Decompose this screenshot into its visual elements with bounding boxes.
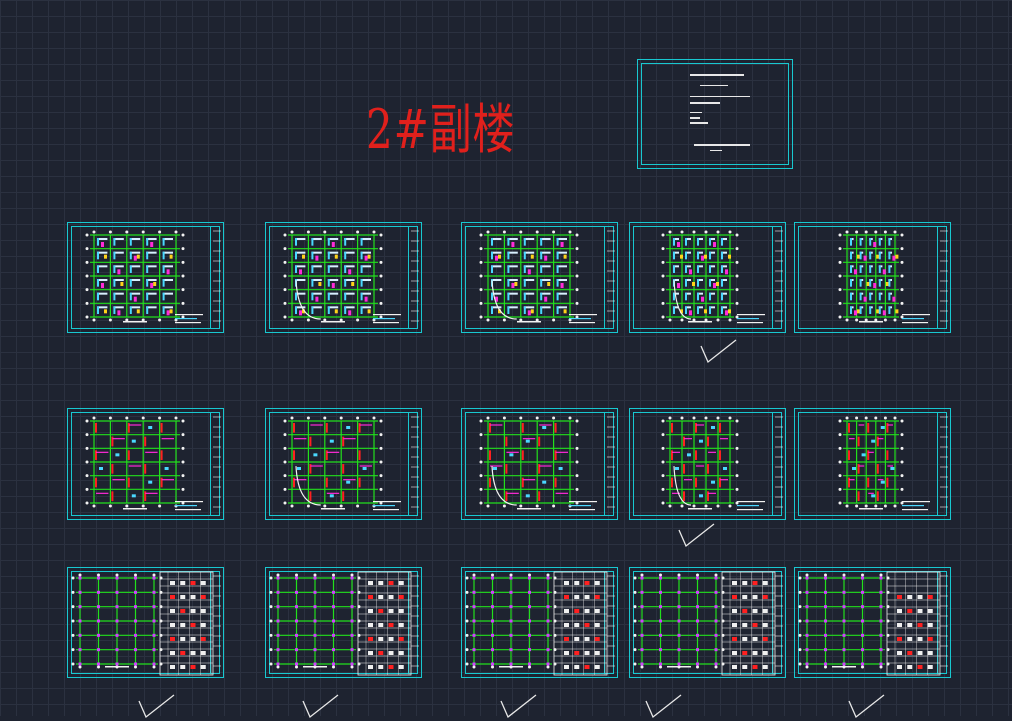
drawing-sheet-r2-4[interactable] (629, 408, 786, 520)
sheet-plan-drawing (661, 416, 783, 511)
drawing-sheet-r3-4[interactable] (629, 567, 786, 678)
drawing-sheet-r2-5[interactable] (794, 408, 951, 520)
drawing-sheet-r2-3[interactable] (461, 408, 618, 520)
drawing-sheet-r1-4[interactable] (629, 222, 786, 333)
sheet-plan-drawing (798, 571, 948, 676)
sheet-plan-drawing (838, 416, 948, 511)
sheet-plan-drawing (661, 230, 783, 324)
cover-sheet[interactable] (637, 59, 793, 169)
sheet-plan-drawing (85, 416, 221, 511)
sheet-plan-drawing (71, 571, 221, 676)
check-mark-icon (645, 694, 682, 719)
drawing-sheet-r1-2[interactable] (265, 222, 422, 333)
sheet-plan-drawing (283, 230, 419, 324)
drawing-sheet-r3-3[interactable] (461, 567, 618, 678)
drawing-sheet-r3-5[interactable] (794, 567, 951, 678)
sheet-plan-drawing (633, 571, 783, 676)
drawing-sheet-r1-1[interactable] (67, 222, 224, 333)
check-mark-icon (302, 694, 339, 719)
sheet-plan-drawing (479, 230, 615, 324)
drawing-sheet-r1-5[interactable] (794, 222, 951, 333)
drawing-sheet-r1-3[interactable] (461, 222, 618, 333)
drawing-sheet-r3-1[interactable] (67, 567, 224, 678)
check-mark-icon (500, 694, 537, 719)
drawing-sheet-r3-2[interactable] (265, 567, 422, 678)
check-mark-icon (678, 523, 715, 548)
sheet-plan-drawing (838, 230, 948, 324)
sheet-plan-drawing (269, 571, 419, 676)
sheet-plan-drawing (283, 416, 419, 511)
sheet-plan-drawing (85, 230, 221, 324)
drawing-sheet-r2-1[interactable] (67, 408, 224, 520)
drawing-title: 2#副楼 (366, 98, 516, 161)
sheet-plan-drawing (465, 571, 615, 676)
check-mark-icon (700, 339, 737, 364)
check-mark-icon (138, 694, 175, 719)
check-mark-icon (848, 694, 885, 719)
sheet-plan-drawing (479, 416, 615, 511)
drawing-sheet-r2-2[interactable] (265, 408, 422, 520)
